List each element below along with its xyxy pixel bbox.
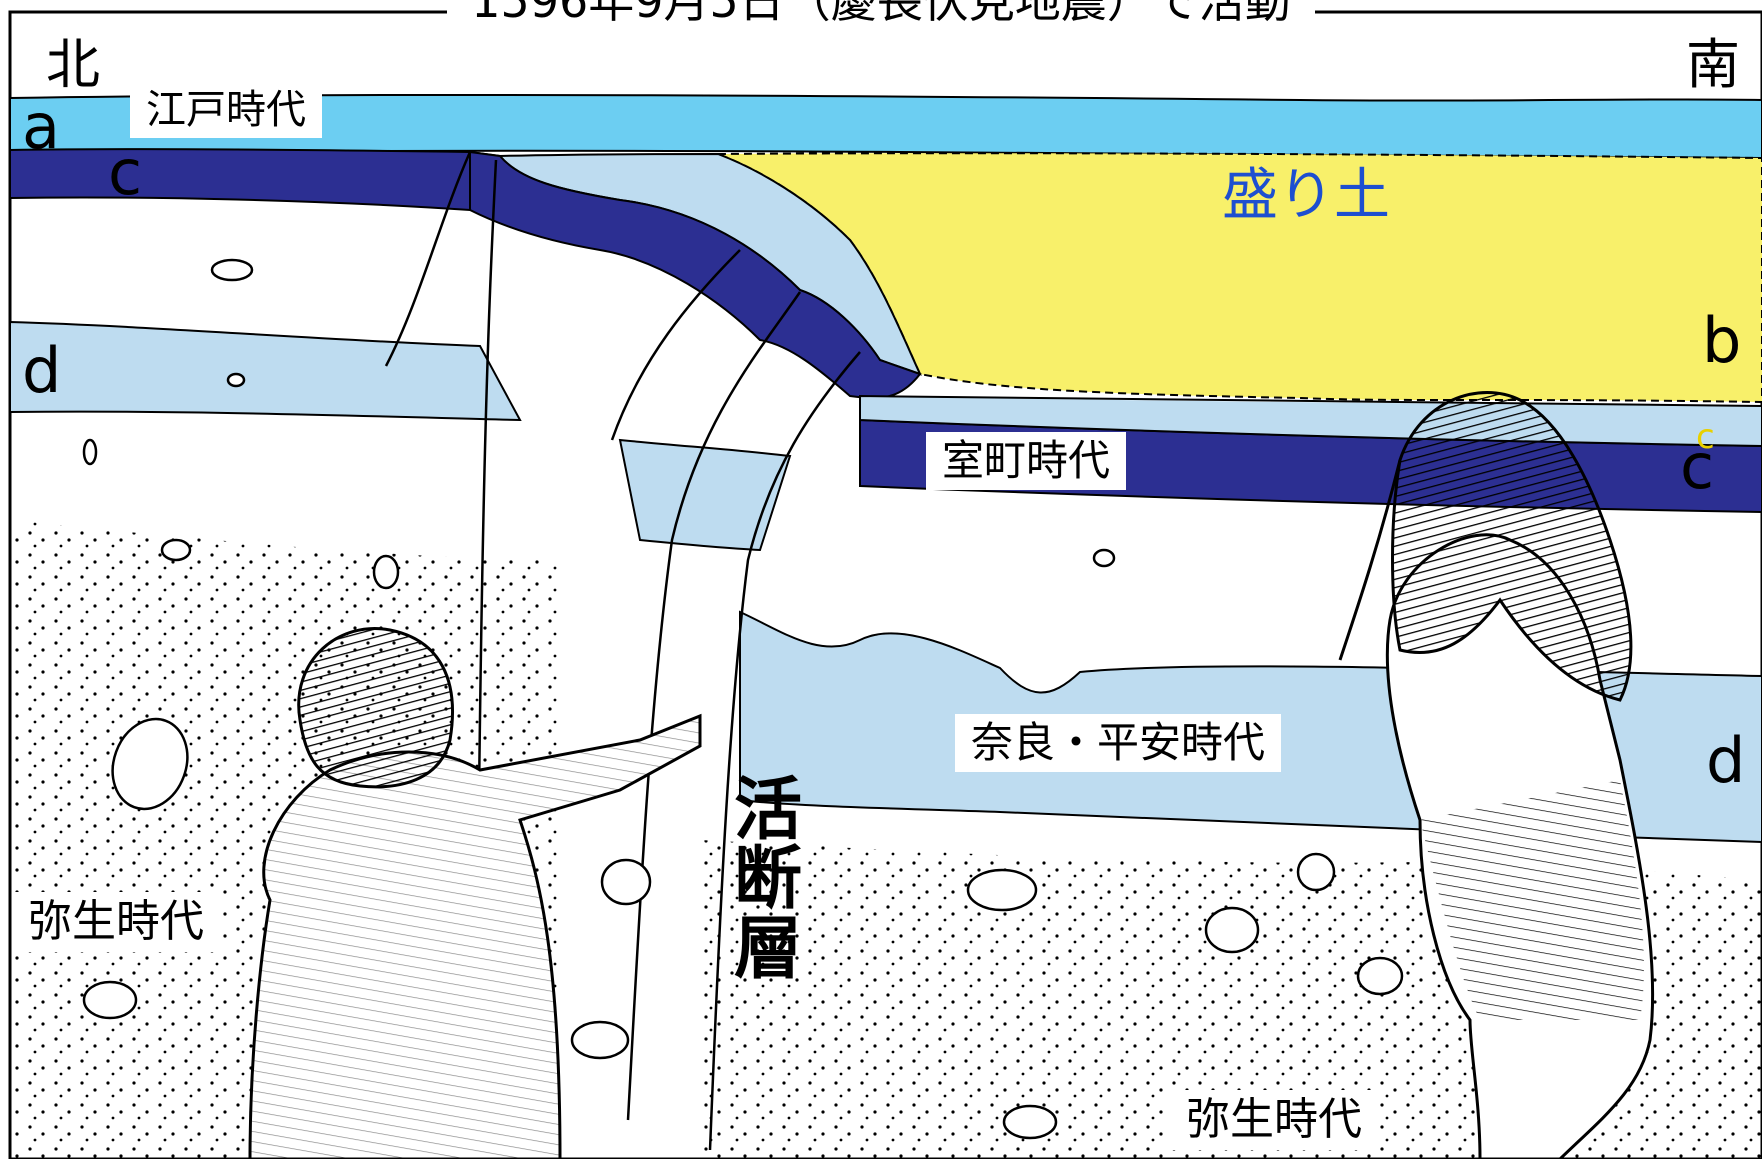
period-label-yayoi-left: 弥生時代: [12, 892, 220, 952]
layer-letter-c-right: c: [1680, 430, 1715, 503]
north-direction-label: 北: [46, 33, 100, 96]
period-label-yayoi-bottom: 弥生時代: [1170, 1090, 1378, 1150]
diagram-title: 1596年9月5日（慶長伏見地震）で活動: [0, 0, 1762, 28]
layer-letter-a: a: [22, 90, 60, 163]
layer-letter-c-left: c: [108, 136, 143, 209]
layer-letter-d-right: d: [1706, 724, 1746, 797]
layer-letter-b: b: [1702, 304, 1742, 377]
diagram-title-text: 1596年9月5日（慶長伏見地震）で活動: [447, 0, 1315, 28]
layer-d-band-fault: [618, 438, 792, 552]
period-label-nara-heian: 奈良・平安時代: [955, 714, 1282, 772]
layer-letter-c-highlight: c: [1696, 417, 1715, 457]
south-direction-label: 南: [1686, 33, 1740, 96]
person-standing-figure: [1338, 391, 1655, 1159]
period-label-edo: 江戸時代: [130, 82, 322, 138]
pebbles: [82, 258, 1404, 1140]
fill-embankment-label: 盛り土: [1222, 163, 1390, 228]
layer-c-band-fault: [469, 150, 922, 399]
layer-letter-d-left: d: [22, 334, 62, 407]
layer-d-band-left: [9, 320, 522, 422]
period-label-muromachi: 室町時代: [926, 432, 1127, 490]
person-pointing-figure: [248, 627, 702, 1159]
active-fault-label: 活断層: [733, 771, 802, 989]
